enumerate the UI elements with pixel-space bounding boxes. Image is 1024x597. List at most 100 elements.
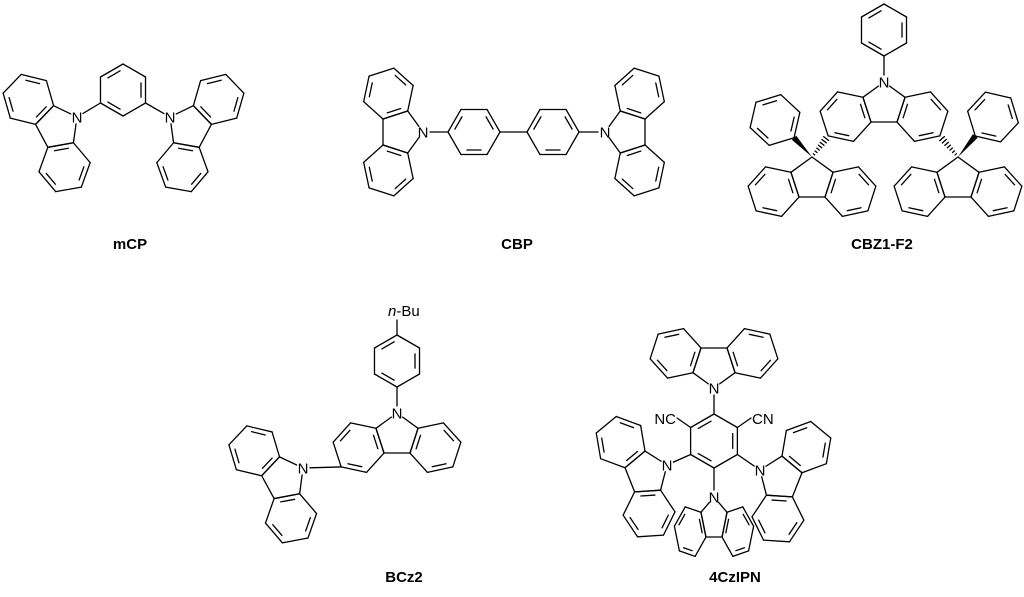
hashed-bond [816,147,821,151]
double-bond-line [45,172,57,185]
ring-bond [363,144,384,164]
five-ring-bond [700,501,711,513]
double-bond-line [339,429,351,442]
ring-bond [368,67,395,77]
double-bond-line [826,98,838,111]
five-ring-bond [717,501,728,513]
ring-bond [658,161,665,189]
double-bond-line [443,429,455,442]
ring-bond [363,75,370,103]
double-bond-line [261,457,273,469]
ring-bond [271,431,281,458]
ring-bond [365,452,385,473]
ring-bond [862,96,872,123]
ring-bond [692,347,702,374]
hashed-bond [946,144,952,149]
ring-bond [974,135,1002,143]
ring-bond [749,101,757,129]
double-bond-line [640,494,656,497]
ring-bond [649,333,659,360]
nitrogen-atom-label: N [72,110,83,127]
double-bond-line [190,172,202,185]
ring-bond [644,144,665,164]
ring-bond [673,506,686,527]
ring-bond [452,441,462,468]
ring-bond [156,142,175,164]
double-bond-line [381,341,395,350]
ring-bond [896,121,916,142]
ring-bond [38,171,57,193]
ring-bond [172,142,200,148]
ring-bond [393,67,414,87]
ring-bond [780,196,800,217]
ring-bond [264,522,284,544]
ring-bond [860,3,885,18]
nitrogen-atom-label: N [755,463,766,480]
five-ring-bond [402,416,419,429]
ring-bond [486,108,501,133]
double-bond-line [626,107,642,114]
double-bond-line [368,166,373,182]
ring-bond [407,84,414,112]
ring-bond [639,424,646,452]
ring-bond [726,347,736,374]
ring-bond [657,328,685,335]
hashed-bond [812,153,816,156]
ring-bond [122,102,147,117]
ring-bond [755,210,783,217]
hashed-bond [949,147,954,151]
ring-bond [732,550,750,557]
ring-bond [595,415,617,434]
ring-bond [228,444,238,471]
ring-bond [614,152,621,180]
hashed-bond [939,135,946,142]
ring-bond [751,494,768,518]
double-bond-line [621,178,634,190]
five-ring-bond [175,104,195,115]
ring-bond [99,63,124,78]
ring-bond [726,506,744,513]
nitrogen-atom-label: N [392,406,403,423]
ring-bond [999,122,1019,143]
ring-bond [810,420,832,439]
ring-bond [755,94,782,103]
ring-bond [747,166,767,187]
double-bond-line [664,333,680,338]
n-aryl-bond [144,102,165,115]
double-bond-line [394,74,407,86]
double-bond-line [177,147,194,152]
ring-bond [260,456,281,477]
five-ring-bond [862,85,879,98]
ring-bond [198,146,209,173]
ring-bond [373,373,398,388]
ring-bond [769,333,779,360]
ring-bond [893,185,903,212]
ring-bond [860,42,885,57]
n-aryl-bond [736,453,755,467]
double-bond-line [372,434,379,450]
double-bond-line [834,132,850,137]
ring-bond [721,511,728,538]
double-bond-line [771,499,787,502]
ring-bond [721,536,734,557]
double-bond-line [762,100,778,106]
double-bond-line [200,106,212,118]
ring-bond [55,186,82,193]
double-bond-line [697,420,712,430]
ring-bond [713,453,739,469]
double-bond-line [431,463,447,468]
ring-bond [34,104,55,126]
ring-bond [926,196,946,217]
ring-bond [447,131,462,156]
ring-bond [1003,166,1023,187]
ring-bond [694,536,707,557]
ring-bond [526,108,541,133]
five-ring-bond [375,416,392,429]
double-bond-line [698,518,703,534]
double-bond-line [206,79,222,85]
double-bond-line [930,98,942,111]
ring-bond [622,491,636,516]
ring-bond [199,73,227,82]
